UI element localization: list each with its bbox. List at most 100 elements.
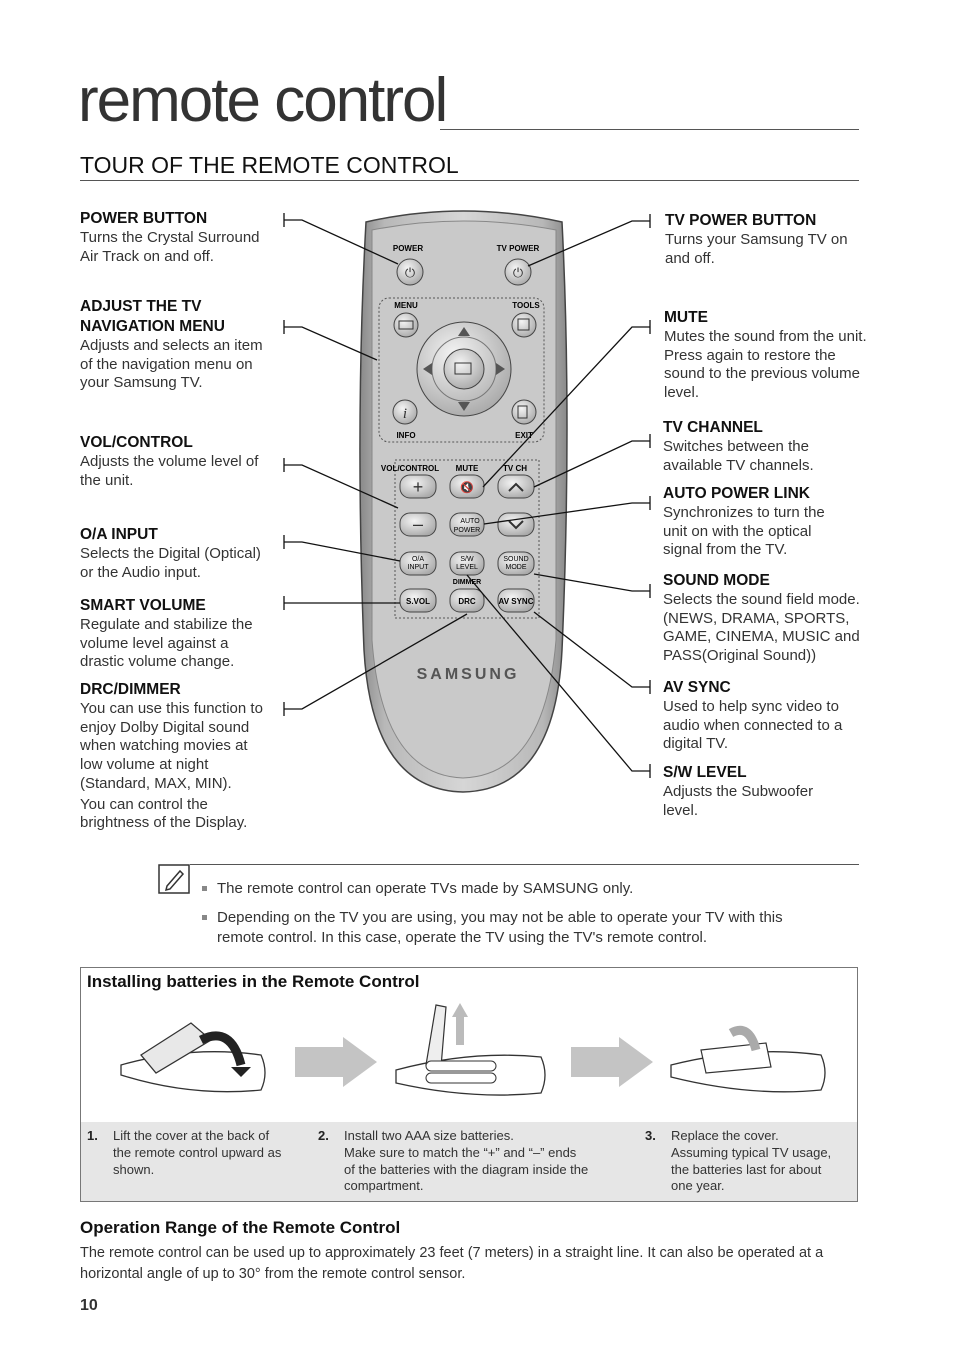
dpad-down-arrow[interactable]: [458, 402, 470, 411]
callout-label: S/W LEVEL: [663, 764, 747, 781]
av-sync-button[interactable]: [497, 588, 535, 613]
note-icon: [158, 864, 190, 894]
batteries-insert-illustration: [395, 1003, 546, 1096]
sound-mode-key-label: MODE: [506, 564, 527, 571]
enter-icon: [454, 362, 472, 375]
callout-desc: when watching movies at: [80, 737, 248, 755]
callout-desc: Regulate and stabilize the: [80, 616, 253, 633]
callout-desc: level.: [663, 801, 699, 819]
menu-icon: [398, 320, 414, 330]
svol-key-label: S.VOL: [406, 597, 430, 606]
callout-label: TV CHANNEL: [663, 419, 763, 436]
oa-input-button[interactable]: [399, 551, 437, 576]
callout-oa-input: O/A INPUT Selects the Digital (Optical) …: [80, 525, 285, 582]
svol-button[interactable]: [399, 588, 437, 613]
exit-button[interactable]: [511, 399, 537, 425]
callout-desc: Synchronizes to turn the: [663, 504, 825, 521]
callout-desc: Press again to restore the: [664, 346, 836, 364]
callout-desc: Selects the Digital (Optical): [80, 545, 261, 562]
av-sync-key-label: AV SYNC: [499, 597, 534, 606]
callout-desc: You can control the: [80, 795, 208, 813]
sw-level-key-label: LEVEL: [456, 564, 478, 571]
callout-mute: MUTE Mutes the sound from the unit. Pres…: [664, 308, 894, 403]
power-button[interactable]: [396, 258, 424, 286]
dpad-up-arrow[interactable]: [458, 327, 470, 336]
step-line: of the batteries with the diagram inside…: [344, 1161, 589, 1177]
info-button[interactable]: [392, 399, 418, 425]
header-rule: [440, 129, 859, 130]
batteries-illustration: [120, 1003, 826, 1096]
dpad-enter-button[interactable]: [443, 348, 485, 390]
step-line: the remote control upward as: [113, 1144, 282, 1160]
tools-key-label: TOOLS: [512, 301, 540, 310]
step-3: 3.: [645, 1128, 656, 1143]
brand-logo: SAMSUNG: [417, 666, 520, 683]
right-leader-lines: [466, 214, 651, 778]
ch-down-button[interactable]: [497, 512, 535, 537]
dimmer-key-label: DIMMER: [453, 579, 481, 586]
sound-mode-button[interactable]: [497, 551, 535, 576]
note-text: Depending on the TV you are using, you m…: [217, 909, 783, 926]
left-leader-lines: [283, 213, 468, 716]
menu-button[interactable]: [393, 312, 419, 338]
callout-label: SMART VOLUME: [80, 597, 206, 614]
note-item: Depending on the TV you are using, you m…: [202, 908, 783, 948]
sw-level-key-label: S/W: [460, 556, 474, 563]
callout-desc: level.: [664, 384, 700, 402]
note-rule: [190, 864, 859, 865]
exit-key-label: EXIT: [515, 431, 533, 440]
callout-label: AUTO POWER LINK: [663, 485, 810, 502]
step-3-text: Replace the cover. Assuming typical TV u…: [671, 1128, 856, 1195]
info-key-label: INFO: [396, 431, 415, 440]
arrow-right-icon: [571, 1037, 653, 1087]
callout-desc: audio when connected to a: [663, 716, 843, 734]
callout-tv-power-button: TV POWER BUTTON Turns your Samsung TV on…: [665, 211, 895, 268]
callout-desc: You can use this function to: [80, 700, 263, 717]
callout-tv-channel: TV CHANNEL Switches between the availabl…: [663, 418, 893, 475]
callout-desc: sound to the previous volume: [664, 365, 860, 383]
sound-mode-key-label: SOUND: [503, 556, 528, 563]
callout-desc: Turns the Crystal Surround: [80, 229, 260, 246]
step-2-text: Install two AAA size batteries. Make sur…: [344, 1128, 634, 1195]
mute-key-label: MUTE: [456, 464, 479, 473]
vol-up-button[interactable]: [399, 474, 437, 499]
bullet-icon: [202, 886, 207, 891]
chevron-down-icon: [508, 520, 524, 530]
callout-desc: GAME, CINEMA, MUSIC and: [663, 628, 860, 646]
tv-power-button[interactable]: [504, 258, 532, 286]
oa-input-key-label: O/A: [412, 556, 424, 563]
vol-control-key-label: VOL/CONTROL: [381, 464, 439, 473]
operation-range-title: Operation Range of the Remote Control: [80, 1218, 401, 1237]
callout-desc: Selects the sound field mode.: [663, 591, 860, 608]
dpad-right-arrow[interactable]: [496, 363, 505, 375]
tools-button[interactable]: [511, 312, 537, 338]
callout-label: TV POWER BUTTON: [665, 212, 817, 229]
ch-up-button[interactable]: [497, 474, 535, 499]
step-line: compartment.: [344, 1178, 424, 1194]
nav-group-outline: [378, 297, 545, 443]
callout-label: O/A INPUT: [80, 526, 158, 543]
note-text: The remote control can operate TVs made …: [217, 880, 634, 897]
plus-icon: +: [413, 477, 424, 497]
callout-power-button: POWER BUTTON Turns the Crystal Surround …: [80, 209, 285, 266]
tv-ch-key-label: TV CH: [503, 464, 527, 473]
callout-label: NAVIGATION MENU: [80, 318, 225, 335]
callout-navigation-menu: ADJUST THE TV NAVIGATION MENU Adjusts an…: [80, 297, 285, 393]
batteries-title: Installing batteries in the Remote Contr…: [87, 972, 420, 991]
callout-desc: Air Track on and off.: [80, 247, 214, 265]
callout-desc: brightness of the Display.: [80, 814, 248, 832]
auto-power-button[interactable]: [449, 512, 485, 537]
tools-icon: [517, 318, 530, 331]
callout-sw-level: S/W LEVEL Adjusts the Subwoofer level.: [663, 763, 893, 820]
chapter-title: remote control: [78, 66, 448, 135]
step-line: Install two AAA size batteries.: [344, 1128, 514, 1143]
batteries-steps: [81, 1122, 857, 1201]
vol-down-button[interactable]: [399, 512, 437, 537]
dpad-left-arrow[interactable]: [423, 363, 432, 375]
drc-button[interactable]: [449, 588, 485, 613]
button-grid-outline: [394, 459, 540, 619]
callout-desc: enjoy Dolby Digital sound: [80, 718, 250, 736]
batteries-box: [80, 967, 858, 1202]
callout-desc: Adjusts and selects an item: [80, 337, 263, 354]
callout-vol-control: VOL/CONTROL Adjusts the volume level of …: [80, 433, 285, 490]
